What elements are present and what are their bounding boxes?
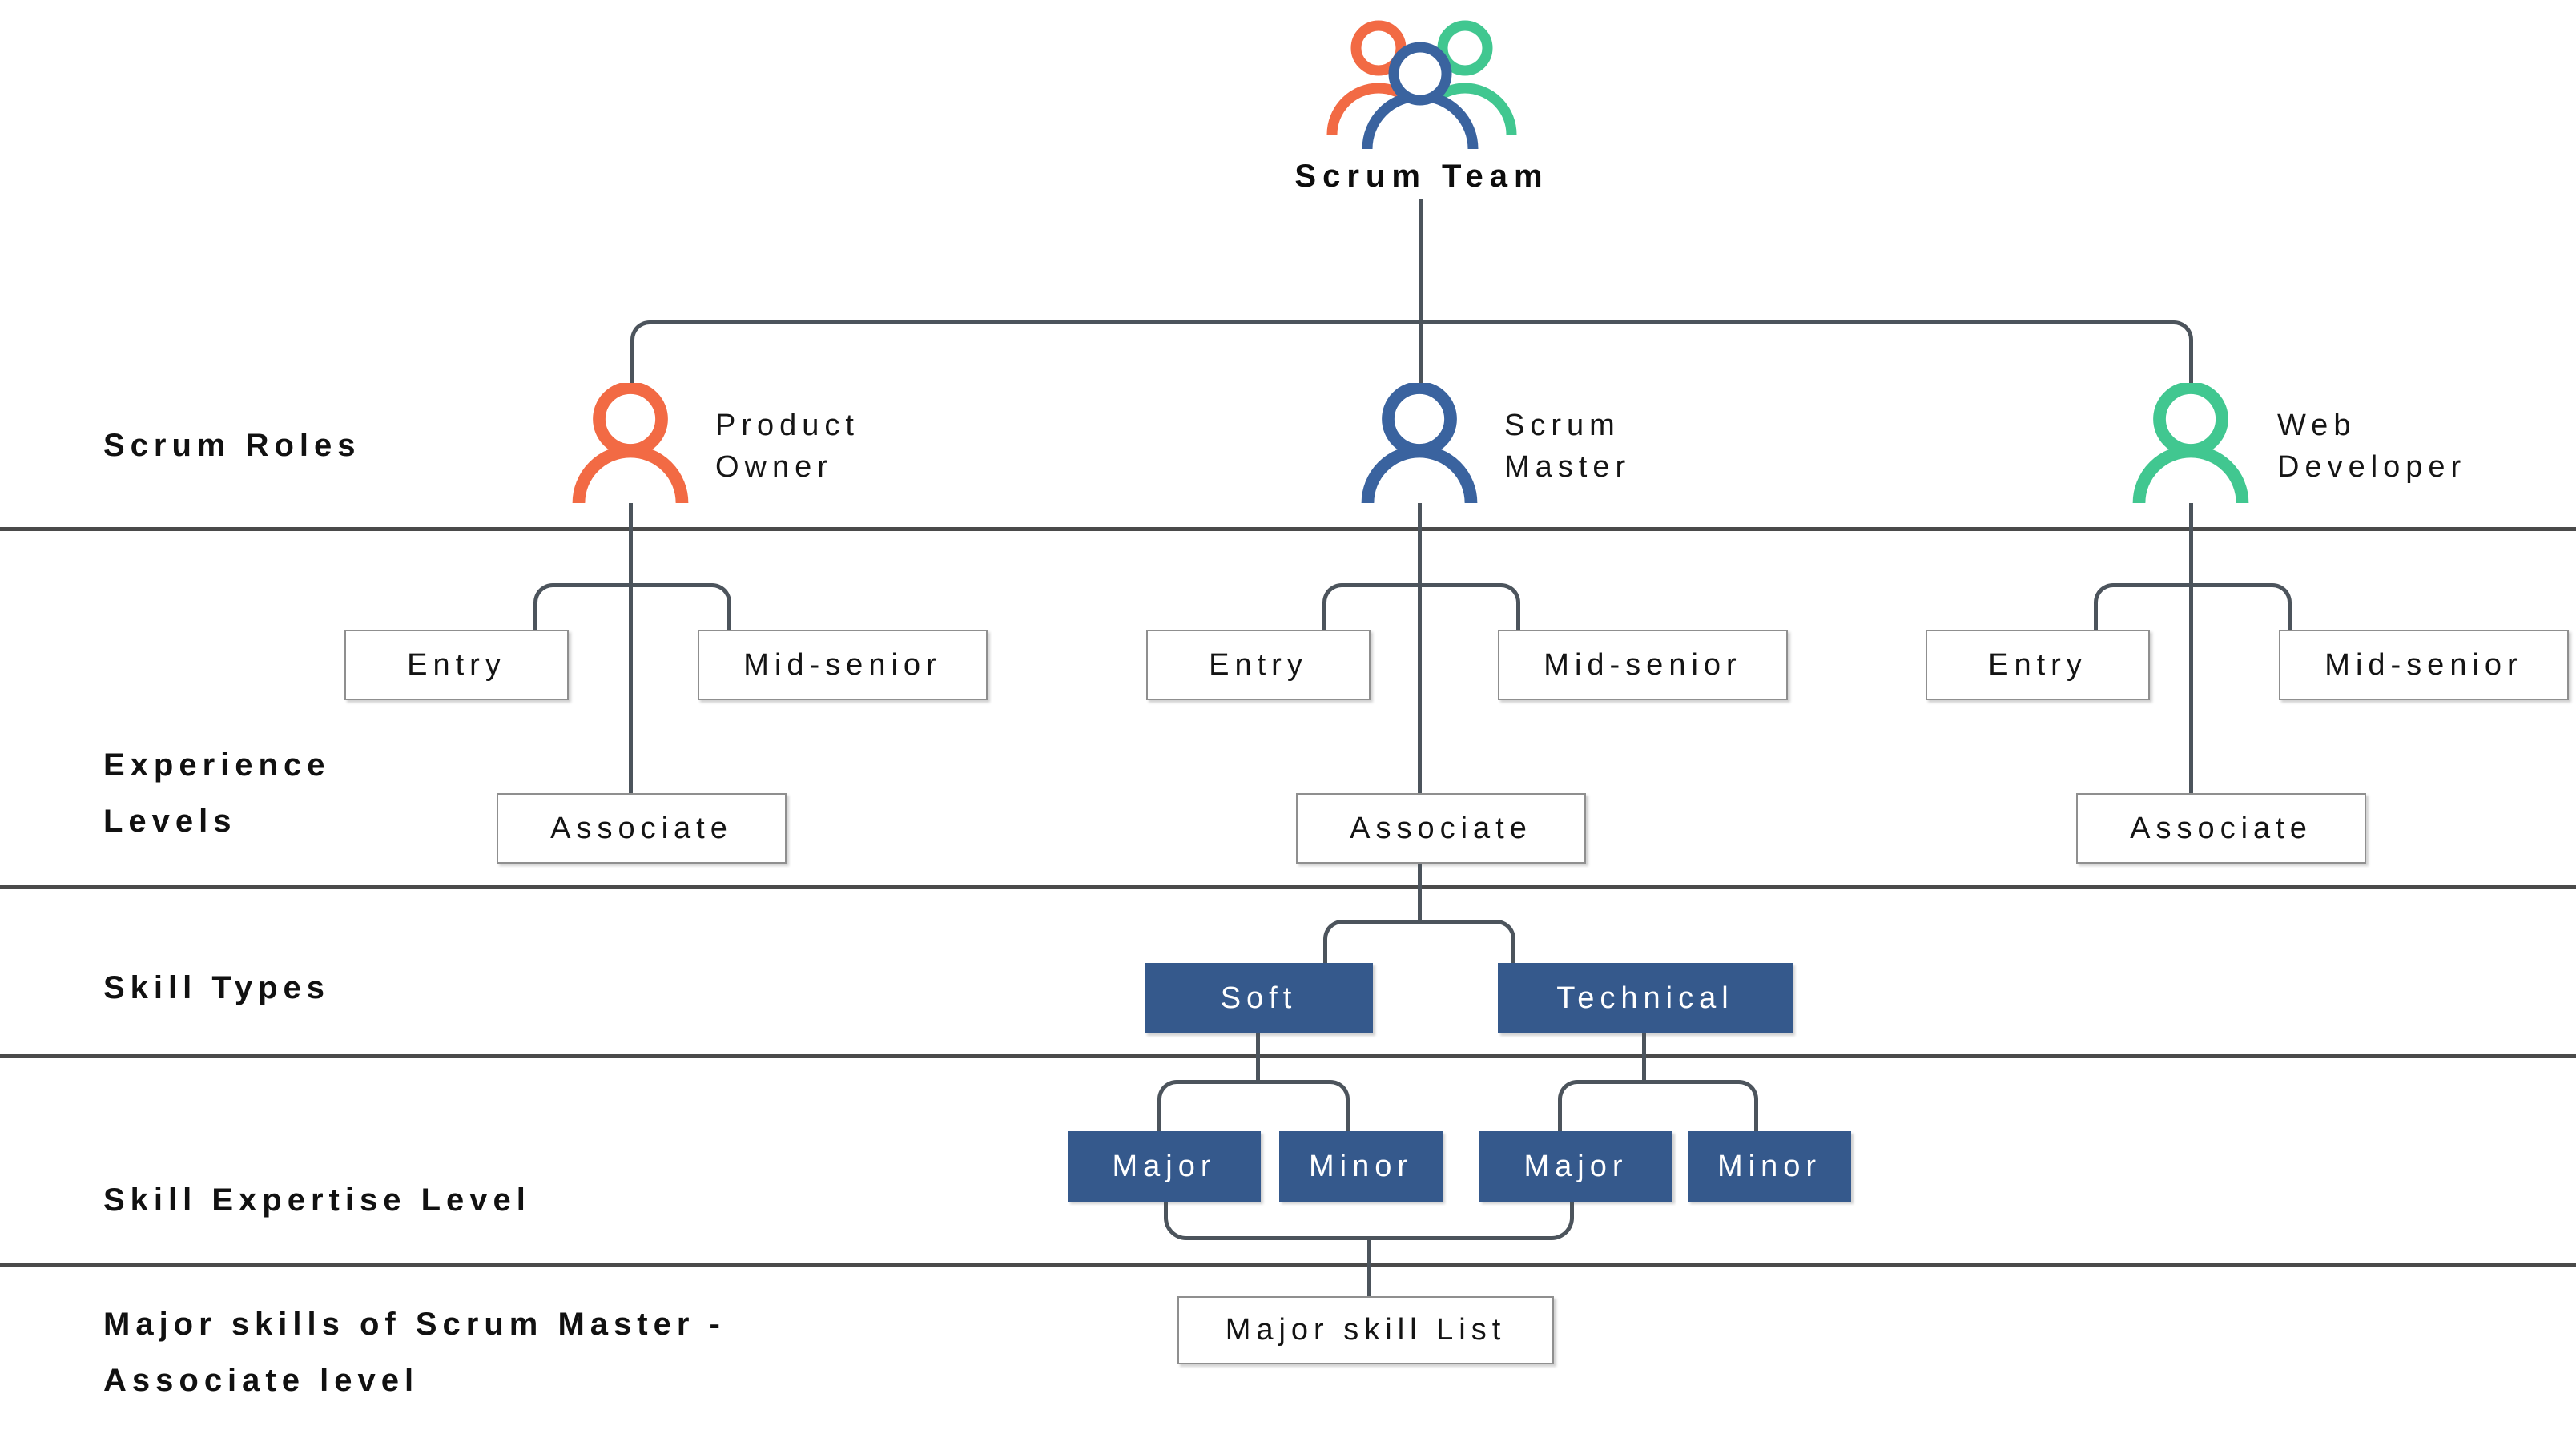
- connector-wd-exp-branch: [2094, 583, 2292, 630]
- node-associate-product-owner: Associate: [497, 793, 787, 864]
- row-label-skill-types: Skill Types: [103, 970, 331, 1005]
- person-icon-scrum-master: [1359, 381, 1479, 512]
- person-icon-product-owner: [570, 381, 690, 512]
- divider-experience-levels: [0, 885, 2576, 889]
- connector-sm-vertical: [1418, 503, 1422, 793]
- node-major-skill-list: Major skill List: [1177, 1296, 1554, 1364]
- role-label-web-developer: Web Developer: [2277, 405, 2466, 488]
- node-entry-product-owner: Entry: [344, 630, 569, 700]
- row-label-skill-expertise: Skill Expertise Level: [103, 1182, 531, 1218]
- connector-technical-expertise-branch: [1558, 1080, 1758, 1131]
- connector-merge-to-list: [1367, 1239, 1371, 1298]
- connector-trunk: [1419, 199, 1423, 324]
- row-label-major-skills: Major skills of Scrum Master - Associate…: [103, 1296, 726, 1408]
- row-label-experience-line1: Experience: [103, 747, 331, 783]
- role-label-product-owner: Product Owner: [715, 405, 859, 488]
- person-icon-web-developer: [2131, 381, 2251, 512]
- node-mid-senior-product-owner: Mid-senior: [698, 630, 988, 700]
- divider-skill-expertise: [0, 1263, 2576, 1267]
- connector-roles-branch: [630, 320, 2193, 388]
- connector-associate-to-skilltypes: [1418, 864, 1422, 921]
- node-skill-type-soft: Soft: [1145, 963, 1373, 1033]
- node-mid-senior-web-developer: Mid-senior: [2279, 630, 2569, 700]
- row-label-experience-levels: Experience Levels: [103, 737, 330, 849]
- role-label-product-owner-line2: Owner: [715, 450, 833, 484]
- connector-major-merge: [1164, 1202, 1574, 1240]
- connector-po-vertical: [629, 503, 633, 793]
- connector-roles-center-stub: [1419, 320, 1423, 386]
- role-label-web-developer-line1: Web: [2277, 409, 2357, 442]
- diagram-title: Scrum Team: [1294, 159, 1549, 194]
- connector-soft-expertise-branch: [1157, 1080, 1350, 1131]
- row-label-scrum-roles: Scrum Roles: [103, 428, 361, 463]
- role-label-product-owner-line1: Product: [715, 409, 859, 442]
- row-label-experience-line2: Levels: [103, 804, 237, 839]
- divider-skill-types: [0, 1054, 2576, 1058]
- node-major-soft: Major: [1068, 1131, 1261, 1202]
- connector-wd-vertical: [2189, 503, 2193, 793]
- node-associate-web-developer: Associate: [2076, 793, 2366, 864]
- connector-skilltypes-branch: [1323, 920, 1515, 965]
- node-entry-web-developer: Entry: [1926, 630, 2150, 700]
- connector-po-exp-branch: [533, 583, 731, 630]
- role-label-web-developer-line2: Developer: [2277, 450, 2467, 484]
- connector-technical-down: [1642, 1033, 1646, 1082]
- scrum-team-icon: [1326, 14, 1518, 156]
- connector-sm-exp-branch: [1322, 583, 1520, 630]
- node-minor-soft: Minor: [1279, 1131, 1443, 1202]
- node-entry-scrum-master: Entry: [1146, 630, 1371, 700]
- row-label-major-skills-line2: Associate level: [103, 1363, 420, 1398]
- divider-scrum-roles: [0, 527, 2576, 531]
- role-label-scrum-master: Scrum Master: [1504, 405, 1631, 488]
- role-label-scrum-master-line1: Scrum: [1504, 409, 1620, 442]
- node-major-technical: Major: [1479, 1131, 1672, 1202]
- connector-soft-down: [1256, 1033, 1260, 1082]
- row-label-major-skills-line1: Major skills of Scrum Master -: [103, 1307, 726, 1342]
- node-mid-senior-scrum-master: Mid-senior: [1498, 630, 1788, 700]
- role-label-scrum-master-line2: Master: [1504, 450, 1632, 484]
- node-associate-scrum-master: Associate: [1296, 793, 1586, 864]
- node-minor-technical: Minor: [1688, 1131, 1851, 1202]
- node-skill-type-technical: Technical: [1498, 963, 1793, 1033]
